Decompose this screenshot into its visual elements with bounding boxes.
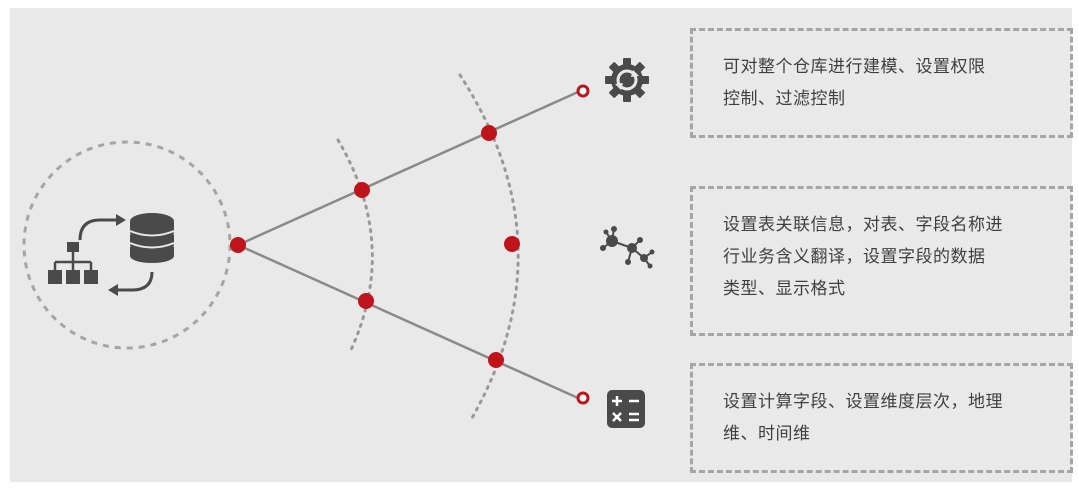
upper-branch-line	[237, 90, 579, 247]
molecule-network-icon	[600, 226, 655, 269]
description-line: 类型、显示格式	[723, 279, 846, 299]
description-box-modeling: 可对整个仓库进行建模、设置权限 控制、过滤控制	[690, 28, 1073, 138]
lower-end-node	[576, 391, 590, 405]
origin-node	[230, 237, 246, 253]
upper-end-node	[576, 84, 590, 98]
inner-dotted-arc	[336, 138, 374, 354]
lower-branch-line	[237, 243, 579, 400]
database-hierarchy-icon	[48, 213, 175, 296]
upper-node-2	[481, 125, 497, 141]
description-line: 维、时间维	[723, 424, 811, 444]
description-line: 控制、过滤控制	[723, 89, 846, 109]
lower-node-2	[488, 352, 504, 368]
middle-node	[504, 236, 520, 252]
description-line: 行业务含义翻译，设置字段的数据	[723, 247, 986, 267]
description-box-calculation: 设置计算字段、设置维度层次，地理 维、时间维	[690, 363, 1073, 473]
center-dashed-circle	[22, 140, 232, 350]
description-line: 设置计算字段、设置维度层次，地理	[723, 392, 1003, 412]
lower-node-1	[358, 293, 374, 309]
description-line: 设置表关联信息，对表、字段名称进	[723, 215, 1003, 235]
calculator-icon	[607, 390, 645, 428]
gear-refresh-icon	[605, 58, 649, 102]
description-box-metadata: 设置表关联信息，对表、字段名称进 行业务含义翻译，设置字段的数据 类型、显示格式	[690, 186, 1073, 336]
description-line: 可对整个仓库进行建模、设置权限	[723, 57, 986, 77]
upper-node-1	[354, 182, 370, 198]
diagram-canvas	[10, 8, 1072, 482]
